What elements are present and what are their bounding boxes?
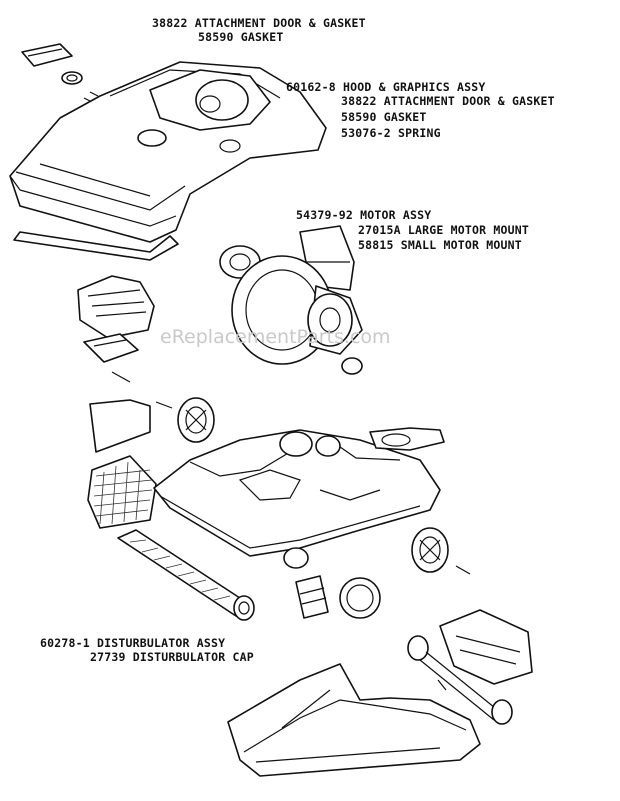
belt-cover-part <box>87 399 173 529</box>
label-gasket: 58590 GASKET <box>198 30 284 44</box>
filter-part <box>77 275 155 383</box>
base-part <box>153 427 445 569</box>
label-motor-assy: 54379-92 MOTOR ASSY <box>296 208 432 222</box>
bottom-plate-part <box>227 663 481 777</box>
watermark: eReplacementParts.com <box>160 326 391 348</box>
label-large-motor-mount: 27015A LARGE MOTOR MOUNT <box>358 223 529 237</box>
label-small-motor-mount: 58815 SMALL MOTOR MOUNT <box>358 238 522 252</box>
label-disturbulator-assy: 60278-1 DISTURBULATOR ASSY <box>40 636 226 650</box>
label-attachment-door-gasket: 38822 ATTACHMENT DOOR & GASKET <box>152 16 366 30</box>
label-hood-graphics-assy: 60162-8 HOOD & GRAPHICS ASSY <box>286 80 486 94</box>
hood-part <box>9 61 327 261</box>
label-gasket-2: 58590 GASKET <box>341 110 427 124</box>
disturbulator-part <box>117 529 255 621</box>
wheel-part <box>177 397 471 575</box>
label-disturbulator-cap: 27739 DISTURBULATOR CAP <box>90 650 254 664</box>
pulley-part <box>295 575 381 619</box>
label-attachment-door-gasket-2: 38822 ATTACHMENT DOOR & GASKET <box>341 94 555 108</box>
label-spring: 53076-2 SPRING <box>341 126 441 140</box>
axle-assembly-part <box>407 609 533 725</box>
attachment-door-part <box>21 43 99 103</box>
motor-assembly-part <box>219 225 363 375</box>
